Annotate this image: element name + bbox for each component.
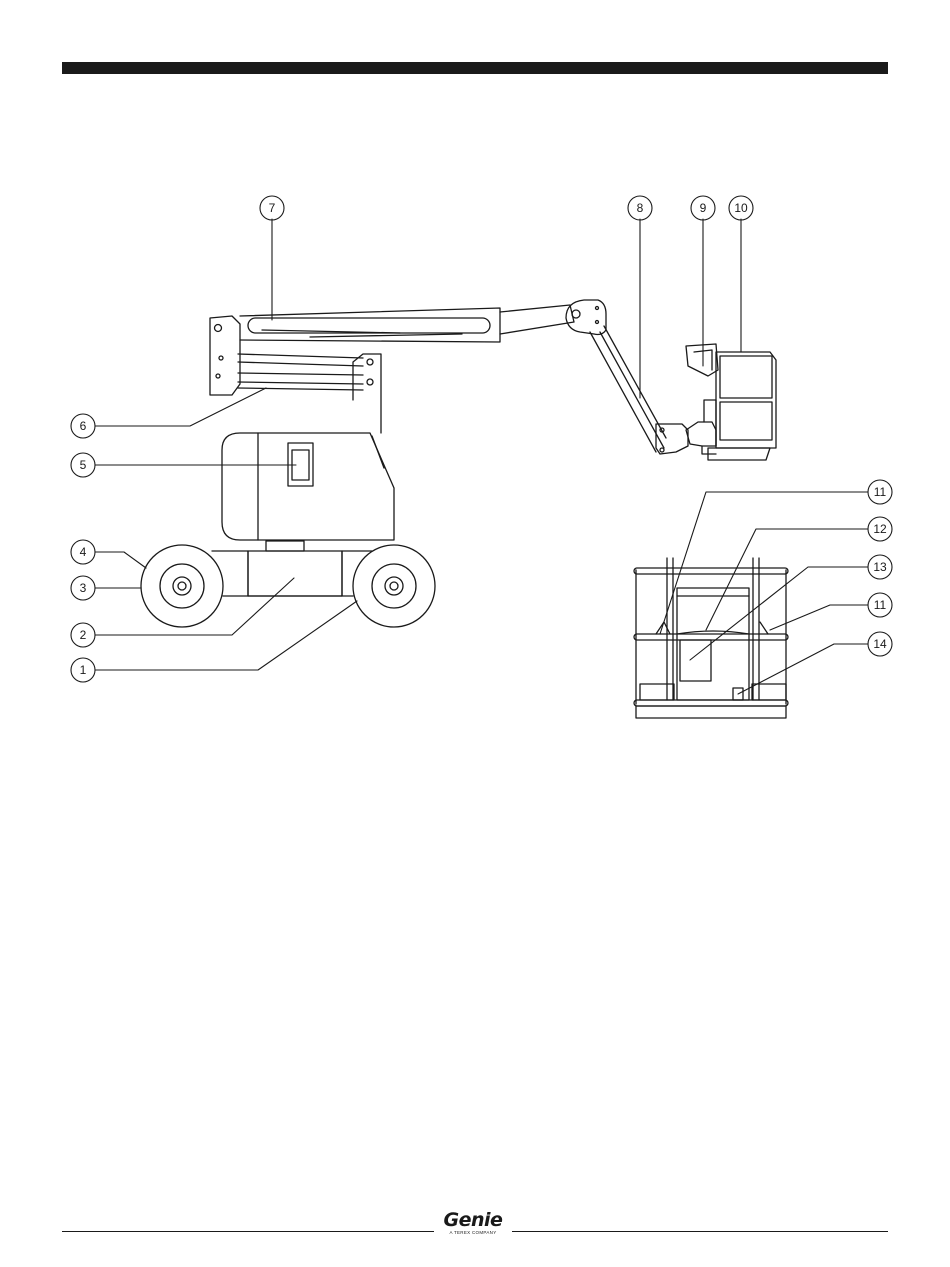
callout-14: 14 [868, 632, 892, 656]
jib-knuckle [566, 300, 606, 335]
svg-text:11: 11 [874, 485, 887, 499]
jib-arm [590, 326, 688, 454]
boom-lift-side-view [141, 300, 776, 627]
svg-text:2: 2 [80, 628, 87, 642]
primary-boom-links [238, 354, 363, 390]
platform-rotator [686, 422, 716, 446]
callout-5: 5 [71, 453, 95, 477]
drive-chassis [212, 551, 372, 596]
svg-text:9: 9 [700, 201, 707, 215]
svg-text:12: 12 [873, 522, 887, 536]
callout-11-upper: 11 [868, 480, 892, 504]
footer-rule-right [512, 1231, 888, 1232]
svg-text:11: 11 [874, 598, 887, 612]
callout-3: 3 [71, 576, 95, 600]
callout-8: 8 [628, 196, 652, 220]
footer-rule-left [62, 1231, 434, 1232]
svg-text:8: 8 [637, 201, 644, 215]
svg-text:1: 1 [80, 663, 87, 677]
leader-lines [95, 219, 868, 694]
svg-text:5: 5 [80, 458, 87, 472]
callout-9: 9 [691, 196, 715, 220]
wheel-left [141, 545, 223, 627]
callout-13: 13 [868, 555, 892, 579]
callout-7: 7 [260, 196, 284, 220]
svg-text:14: 14 [873, 637, 887, 651]
callout-12: 12 [868, 517, 892, 541]
svg-text:4: 4 [80, 545, 87, 559]
callout-4: 4 [71, 540, 95, 564]
logo-tagline: A TEREX COMPANY [440, 1230, 506, 1236]
svg-text:3: 3 [80, 581, 87, 595]
platform-front-view [634, 558, 788, 718]
callout-11-lower: 11 [868, 593, 892, 617]
svg-text:7: 7 [269, 201, 276, 215]
machine-decal-diagram: 1 2 3 4 5 6 7 8 9 10 11 12 13 11 14 [0, 0, 950, 760]
callout-1: 1 [71, 658, 95, 682]
genie-logo: Genie A TEREX COMPANY [440, 1210, 506, 1238]
wheel-right [353, 545, 435, 627]
platform-control-box [686, 344, 718, 376]
callout-2: 2 [71, 623, 95, 647]
svg-text:13: 13 [873, 560, 887, 574]
callout-6: 6 [71, 414, 95, 438]
logo-wordmark: Genie [440, 1210, 506, 1230]
upper-boom [240, 305, 574, 342]
platform-side [716, 352, 776, 448]
svg-text:10: 10 [734, 201, 748, 215]
callout-10: 10 [729, 196, 753, 220]
svg-text:6: 6 [80, 419, 87, 433]
